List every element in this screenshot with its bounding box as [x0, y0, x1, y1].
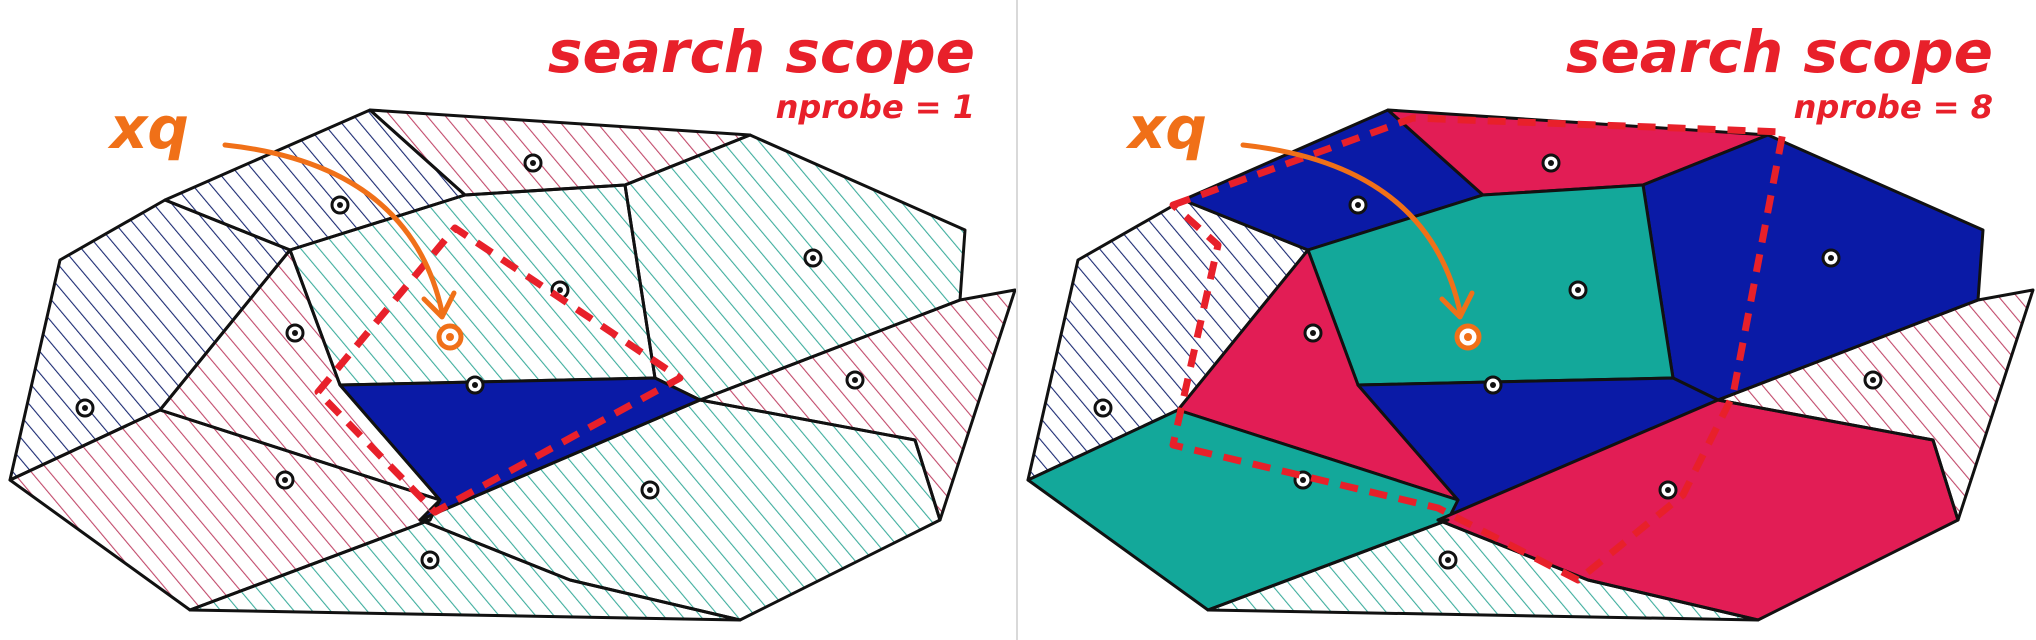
centroid-c3 — [523, 153, 543, 173]
query-arrow — [222, 142, 445, 315]
centroid-c4 — [1821, 248, 1841, 268]
centroid-c10 — [640, 480, 660, 500]
centroid-c7 — [285, 323, 305, 343]
centroid-c3 — [1541, 153, 1561, 173]
voronoi-cell-c11 — [188, 518, 742, 622]
centroid-c1 — [75, 398, 95, 418]
centroid-c4 — [803, 248, 823, 268]
centroid-c11 — [1438, 550, 1458, 570]
centroid-c12 — [1863, 370, 1883, 390]
centroid-c10 — [1658, 480, 1678, 500]
voronoi-cell-c12 — [1716, 288, 2035, 522]
centroid-c5 — [1568, 280, 1588, 300]
centroid-c7 — [1303, 323, 1323, 343]
query-arrow — [1240, 142, 1463, 315]
centroid-c12 — [845, 370, 865, 390]
title: search scope — [1566, 18, 1993, 86]
search-scope-outline — [314, 224, 684, 516]
title: search scope — [548, 18, 975, 86]
panel-divider — [1016, 0, 1018, 640]
query-label: xq — [1125, 94, 1207, 162]
query-point — [1454, 323, 1482, 351]
centroid-c2 — [1348, 195, 1368, 215]
query-point — [436, 323, 464, 351]
nprobe-label: nprobe = 1 — [776, 88, 975, 126]
query-label: xq — [107, 94, 189, 162]
query-arrow-head — [421, 290, 457, 320]
voronoi-cell-c11 — [1206, 518, 1760, 622]
centroid-c1 — [1093, 398, 1113, 418]
centroid-c8 — [465, 375, 485, 395]
centroid-c2 — [330, 195, 350, 215]
query-arrow-head — [1439, 290, 1475, 320]
nprobe-label: nprobe = 8 — [1794, 88, 1993, 126]
voronoi-cell-c12 — [698, 288, 1017, 522]
centroid-c11 — [420, 550, 440, 570]
centroid-c8 — [1483, 375, 1503, 395]
centroid-c9 — [275, 470, 295, 490]
